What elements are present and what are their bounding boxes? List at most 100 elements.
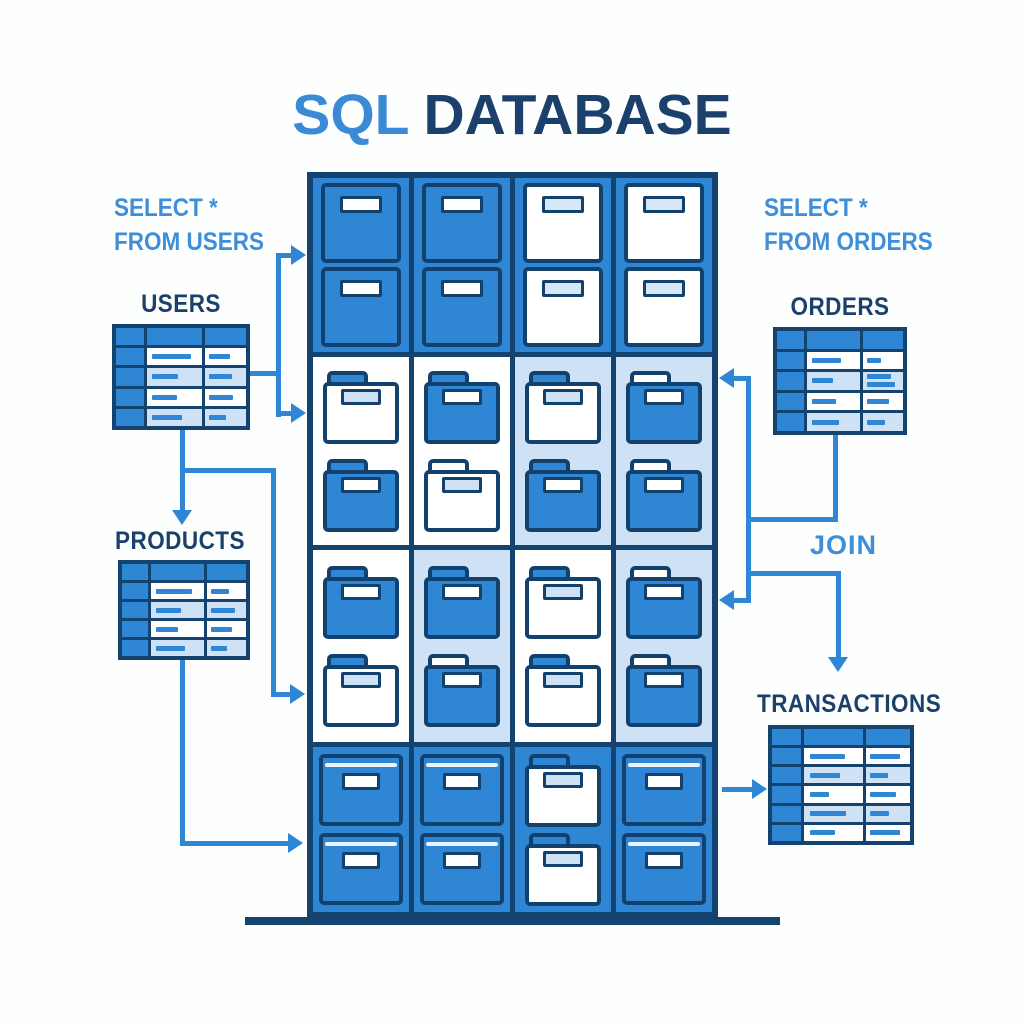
table-key-cell [772,748,802,765]
table-data-cell [806,372,861,390]
folder-icon [424,654,500,728]
arrow-cabinet-to-transactions [752,779,767,799]
folder-label [644,672,684,689]
table-value-dash [210,607,235,613]
table-value-dash [151,394,177,400]
table-data-cell [804,786,864,803]
table-header-cell [804,729,864,746]
folder-icon [323,654,399,728]
table-data-cell [205,368,246,386]
folder-label [543,771,583,788]
table-value-dash [811,378,834,384]
connector-users-top-branch [281,253,293,258]
box-handle [645,852,683,869]
table-data-cell [207,583,246,599]
arrow-down-products [172,510,192,525]
table-data-cell [866,767,910,784]
cabinet-column [616,178,712,352]
table-data-cell [863,351,903,370]
table-data-cell [804,748,864,765]
table-key-cell [122,602,149,618]
table-key-cell [772,767,802,784]
cabinet-section-drawers-bottom [313,747,712,912]
drawer-handle [542,280,584,298]
drawer-handle [441,195,483,213]
table-value-dash [870,772,888,778]
folder-icon [626,654,702,728]
table-key-cell [116,348,144,366]
folder-icon [323,371,399,445]
cabinet-column [414,550,510,742]
folder-icon [424,371,500,445]
table-value-dash [866,399,889,405]
table-header-cell [116,328,144,346]
folder-icon [525,753,601,827]
folder-icon [525,371,601,445]
table-value-dash [811,419,840,425]
folder-label [644,476,684,493]
box-handle [645,773,683,790]
table-header-cell [866,729,910,746]
box-handle [342,773,380,790]
connector-orders-down [833,435,838,522]
connector-right-top-branch [734,376,748,381]
table-header-cell [772,729,802,746]
table-key-cell [777,351,804,370]
table-value-dash [809,830,835,836]
box-icon [420,754,504,826]
table-header-cell [146,328,203,346]
table-data-cell [146,368,203,386]
arrow-orders-to-cabinet-bottom [719,590,734,610]
cabinet-column [313,747,409,912]
folder-body [525,576,601,639]
table-data-cell [151,583,205,599]
table-key-cell [116,388,144,406]
connector-join-vertical [836,571,841,659]
query-orders-line2: FROM ORDERS [764,227,933,256]
cabinet-column [414,747,510,912]
join-label: JOIN [810,530,878,560]
table-value-dash [210,645,227,651]
products-table-label: PRODUCTS [115,527,245,555]
table-data-cell [207,602,246,618]
drawer-handle [340,195,382,213]
folder-label [543,583,583,600]
connector-branch-horizontal [183,468,276,473]
folder-icon [525,565,601,639]
table-value-dash [811,357,842,363]
title-database: DATABASE [423,83,732,147]
folder-label [543,476,583,493]
connector-users-to-products [180,430,185,512]
folder-label [442,583,482,600]
orders-table-label: ORDERS [790,293,890,321]
table-value-dash [866,357,881,363]
table-value-dash [210,588,230,594]
folder-icon [525,654,601,728]
cabinet-column [515,747,611,912]
table-data-cell [863,413,903,431]
folder-label [442,389,482,406]
drawer-icon [624,267,704,348]
orders-table [773,327,907,435]
sql-database-cabinet [307,172,718,918]
connector-join-horizontal [748,571,841,576]
cabinet-column [313,357,409,545]
query-orders-line1: SELECT * [764,194,868,222]
folder-icon [525,458,601,532]
query-users-line2: FROM USERS [114,227,265,256]
transactions-table [768,725,914,845]
table-data-cell [863,372,903,390]
title-sql: SQL [292,83,410,147]
table-value-dash [151,354,192,360]
folder-label [341,476,381,493]
drawer-icon [422,182,502,263]
table-value-dash [866,382,896,388]
folder-label [442,476,482,493]
cabinet-column [313,178,409,352]
table-data-cell [866,786,910,803]
table-header-cell [205,328,246,346]
users-table-label: USERS [141,290,221,318]
table-header-cell [777,331,804,349]
table-data-cell [804,805,864,822]
drawer-handle [340,280,382,298]
